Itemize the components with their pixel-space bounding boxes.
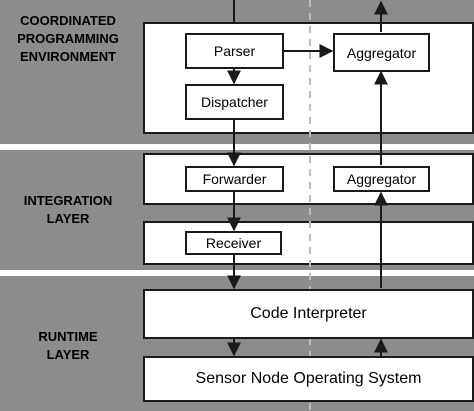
layer-label-coordinated: COORDINATED PROGRAMMING ENVIRONMENT bbox=[17, 13, 119, 64]
aggregator-mid-box: Aggregator bbox=[333, 166, 430, 192]
sensor-os-box: Sensor Node Operating System bbox=[143, 356, 474, 402]
parser-box: Parser bbox=[185, 33, 284, 69]
receiver-box: Receiver bbox=[185, 231, 282, 255]
layer-label-integration: INTEGRATION LAYER bbox=[23, 193, 113, 226]
layer-label-runtime: RUNTIME LAYER bbox=[38, 329, 98, 362]
dispatcher-box: Dispatcher bbox=[185, 84, 284, 120]
code-interpreter-box: Code Interpreter bbox=[143, 289, 474, 339]
aggregator-top-box: Aggregator bbox=[333, 33, 430, 72]
forwarder-box: Forwarder bbox=[185, 166, 284, 192]
